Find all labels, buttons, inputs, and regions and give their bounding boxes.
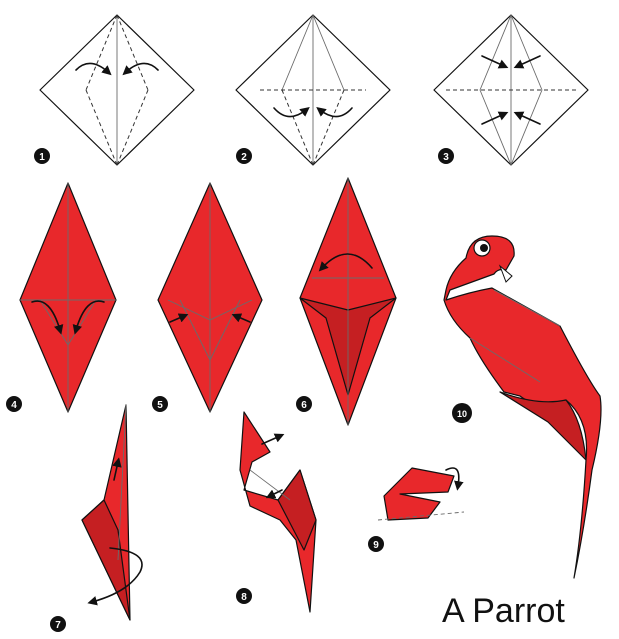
step-1-diagram [40, 15, 194, 165]
fold-arrow-icon [262, 436, 280, 444]
step-9-diagram [378, 468, 464, 520]
step-badge-1: 1 [34, 148, 50, 164]
step-badge-4: 4 [6, 396, 22, 412]
step-number: 9 [373, 540, 379, 551]
step-badge-5: 5 [152, 396, 168, 412]
step-7-diagram [82, 405, 142, 620]
step-4-diagram [20, 183, 116, 412]
step-number: 4 [11, 400, 17, 411]
step-badge-10: 10 [452, 403, 472, 423]
step-number: 5 [157, 400, 163, 411]
step-badge-3: 3 [438, 148, 454, 164]
step-5-diagram [158, 183, 262, 412]
step-number: 7 [55, 620, 61, 631]
eye-icon [474, 240, 490, 256]
step-number: 8 [241, 592, 247, 603]
step-3-diagram [434, 15, 588, 165]
step-number: 2 [241, 152, 247, 163]
step-number: 3 [443, 152, 449, 163]
step-6-diagram [300, 178, 396, 425]
diagram-title: A Parrot [442, 592, 565, 630]
step-number: 1 [39, 152, 45, 163]
step-8-diagram [240, 412, 316, 612]
step-badge-6: 6 [296, 396, 312, 412]
step-badge-7: 7 [50, 616, 66, 632]
step-number: 10 [457, 409, 467, 419]
step-2-diagram [236, 15, 390, 165]
step-badge-2: 2 [236, 148, 252, 164]
step-badge-9: 9 [368, 536, 384, 552]
step-number: 6 [301, 400, 307, 411]
step-badge-8: 8 [236, 588, 252, 604]
